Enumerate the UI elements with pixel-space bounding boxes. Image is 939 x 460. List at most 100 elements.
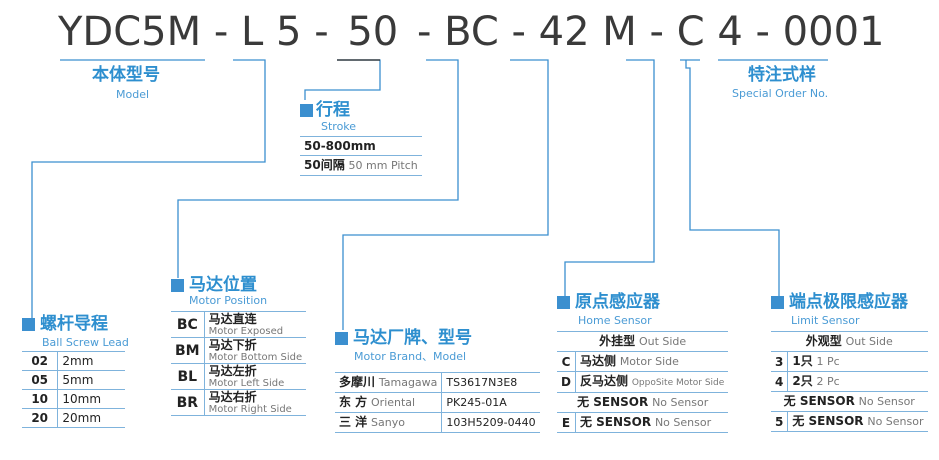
limit-code: 3 (771, 351, 789, 372)
lead-value: 2mm (57, 351, 125, 371)
home-desc: 反马达侧 OppoSite Motor Side (575, 371, 729, 393)
lead-code: 02 (22, 351, 59, 371)
limit-title: 端点极限感应器 (789, 292, 908, 312)
lead-marker-icon (22, 318, 35, 331)
limit-desc: 无 SENSOR No Sensor (771, 391, 928, 412)
code-home-sensor: C (676, 9, 705, 55)
stroke-marker-icon (300, 104, 313, 117)
table-row: 外挂型 Out Side (557, 331, 729, 352)
brand-name: 三 洋 Sanyo (335, 412, 443, 433)
brand-title: 马达厂牌、型号 (353, 328, 472, 348)
lead-value: 20mm (57, 408, 125, 428)
special-subtitle: Special Order No. (732, 87, 829, 100)
table-row: 50间隔 50 mm Pitch (300, 155, 422, 176)
table-row: 外观型 Out Side (771, 331, 928, 352)
home-subtitle: Home Sensor (578, 314, 652, 327)
position-code: BC (171, 311, 205, 338)
limit-desc: 无 SENSOR No Sensor (787, 411, 928, 432)
position-code: BL (171, 363, 205, 390)
lead-subtitle: Ball Screw Lead (42, 336, 129, 349)
code-special: 0001 (782, 9, 885, 55)
code-dash: - (649, 9, 664, 55)
home-marker-icon (557, 296, 570, 309)
code-series: YDC5M (58, 9, 202, 55)
home-code: D (557, 371, 576, 393)
home-code: C (557, 351, 576, 372)
home-header: 外挂型 Out Side (557, 331, 729, 352)
limit-subtitle: Limit Sensor (791, 314, 860, 327)
table-row: 50-800mm (300, 136, 422, 156)
code-lead-value: 5 (276, 9, 302, 55)
code-motor-brand: M (602, 9, 637, 55)
home-title: 原点感应器 (575, 292, 660, 312)
limit-marker-icon (771, 296, 784, 309)
code-dash: - (416, 9, 432, 55)
lead-value: 10mm (57, 389, 125, 409)
brand-subtitle: Motor Brand、Model (354, 350, 467, 363)
lead-code: 20 (22, 408, 59, 428)
position-code: BM (171, 337, 205, 364)
limit-code: 5 (771, 411, 789, 432)
brand-name: 东 方 Oriental (335, 392, 443, 413)
table-row: 无 SENSOR No Sensor (771, 391, 928, 412)
code-dash: - (755, 9, 770, 55)
home-desc: 马达侧 Motor Side (575, 351, 729, 372)
stroke-title: 行程 (316, 100, 350, 120)
position-title: 马达位置 (189, 275, 257, 295)
stroke-range: 50-800mm (300, 136, 422, 156)
lead-code: 10 (22, 389, 59, 409)
brand-model: PK245-01A (441, 392, 540, 413)
brand-model: 103H5209-0440 (441, 412, 540, 433)
code-motor-position: BC (444, 9, 499, 55)
stroke-pitch: 50间隔 50 mm Pitch (300, 155, 422, 176)
position-marker-icon (171, 279, 184, 292)
code-lead-letter: L (241, 9, 264, 55)
lead-code: 05 (22, 370, 59, 390)
brand-name: 多摩川 Tamagawa (335, 372, 443, 393)
home-desc: 无 SENSOR No Sensor (575, 412, 729, 433)
lead-title: 螺杆导程 (40, 314, 108, 334)
code-motor-size: 42 (538, 9, 590, 55)
model-title: 本体型号 (92, 65, 160, 85)
code-dash: - (314, 9, 329, 55)
home-code: E (557, 412, 576, 433)
stroke-table: 50-800mm 50间隔 50 mm Pitch (300, 136, 422, 176)
brand-model: TS3617N3E8 (441, 372, 540, 393)
position-code: BR (171, 389, 205, 416)
limit-desc: 1只 1 Pc (787, 351, 928, 372)
special-title: 特注式样 (748, 65, 816, 85)
limit-code: 4 (771, 371, 789, 392)
position-subtitle: Motor Position (189, 294, 268, 307)
code-stroke: 50 (347, 9, 399, 55)
home-desc: 无 SENSOR No Sensor (557, 392, 729, 413)
lead-value: 5mm (57, 370, 125, 390)
code-limit-sensor: 4 (717, 9, 743, 55)
stroke-subtitle: Stroke (321, 120, 357, 133)
limit-desc: 2只 2 Pc (787, 371, 928, 392)
limit-header: 外观型 Out Side (771, 331, 928, 352)
model-code: YDC5M - L 5 - 50 - BC - 42 M - C 4 - 000… (58, 8, 884, 56)
